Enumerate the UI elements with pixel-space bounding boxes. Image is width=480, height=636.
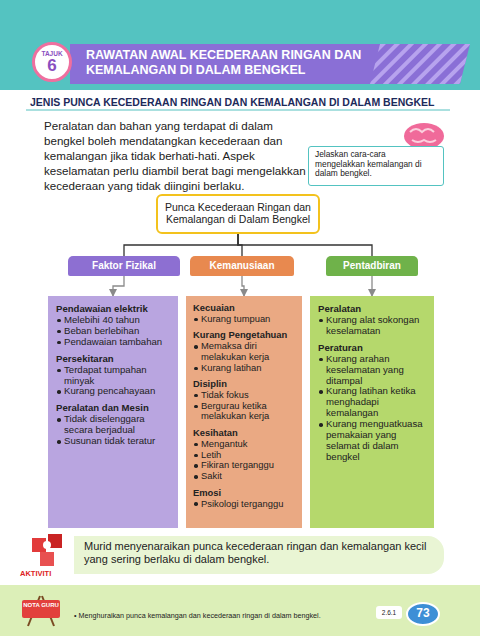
node-text: Punca Kecederaan Ringan dan Kemalangan d… [164,202,312,226]
content-box: KecuaianKurang tumpuanKurang Pengetahuan… [186,296,302,528]
bullet-dot [57,390,61,394]
tree-connector [238,234,372,256]
content-box: PeralatanKurang alat sokongan keselamata… [310,296,434,528]
bullet-dot [319,423,323,427]
category-band: Faktor Fizikal [68,256,180,276]
arrow-connector [113,276,124,296]
bullet-dot [319,390,323,394]
node-text: 73 [416,607,429,621]
teacher-note: • Menghuraikan punca kemalangan dan kece… [74,611,374,620]
bullet-dot [194,318,198,322]
standard-code-box: 2.6.1 [376,606,402,619]
bullet-dot [57,418,61,422]
list-item: Susunan tidak teratur [56,436,172,447]
bullet-dot [57,369,61,373]
bullet-dot [194,475,198,479]
list-item: Fikiran terganggu [193,460,297,471]
list-item: Kurang latihan [193,363,297,374]
list-item: Mengantuk [193,439,297,450]
list-item: Tidak fokus [193,390,297,401]
root-box: Punca Kecederaan Ringan dan Kemalangan d… [156,194,320,234]
node-text: Murid menyenaraikan punca kecederaan rin… [84,540,434,565]
list-item: Pendawaian tambahan [56,337,172,348]
subheading: JENIS PUNCA KECEDERAAN RINGAN DAN KEMALA… [30,96,460,108]
bullet-dot [57,319,61,323]
list-item: Kurang menguatkuasa pemakaian yang selam… [318,419,428,463]
arrow-connector [242,276,244,296]
list-item: Memaksa diri melakukan kerja [193,341,297,362]
page-number-oval: 73 [406,602,440,626]
list-item: Kurang tumpuan [193,314,297,325]
bullet-dot [194,367,198,371]
node-text: 6 [47,57,56,74]
bullet-dot [194,405,198,409]
group-heading: Kurang Pengetahuan [193,330,297,341]
bullet-dot [194,502,198,506]
title-banner-text: RAWATAN AWAL KECEDERAAN RINGAN DAN KEMAL… [86,48,386,78]
content-box: Pendawaian elektrikMelebihi 40 tahunBeba… [48,296,178,528]
category-band: Pentadbiran [326,256,418,276]
bullet-dot [57,330,61,334]
node-text: Faktor Fizikal [92,260,156,271]
bullet-dot [57,440,61,444]
teacher-note-label: NOTA GURU [22,602,60,608]
group-heading: Kecuaian [193,303,297,314]
bullet-dot [194,345,198,349]
group-heading: Peralatan dan Mesin [56,403,172,414]
list-item: Kurang arahan keselamatan yang ditampal [318,354,428,387]
list-item: Kurang latihan ketika menghadapi kemalan… [318,386,428,419]
bullet-dot [57,341,61,345]
group-heading: Peraturan [318,343,428,354]
list-item: Kurang alat sokongan keselamatan [318,315,428,337]
group-heading: Peralatan [318,304,428,315]
intro-paragraph: Peralatan dan bahan yang terdapat di dal… [44,118,306,193]
group-heading: Persekitaran [56,354,172,365]
list-item: Kurang pencahayaan [56,386,172,397]
bullet-dot [194,394,198,398]
question-callout: Jelaskan cara-cara mengelakkan kemalanga… [308,146,444,186]
list-item: Letih [193,450,297,461]
bullet-dot [194,443,198,447]
arrow-connector [371,276,372,296]
bullet-dot [319,319,323,323]
list-item: Sakit [193,471,297,482]
group-heading: Pendawaian elektrik [56,304,172,315]
node-text: Jelaskan cara-cara mengelakkan kemalanga… [315,150,437,179]
list-item: Tidak diselenggara secara berjadual [56,414,172,436]
list-item: Melebihi 40 tahun [56,315,172,326]
list-item: Beban berlebihan [56,326,172,337]
topic-badge: TAJUK6 [32,42,72,82]
category-band: Kemanusiaan [190,256,294,276]
list-item: Terdapat tumpahan minyak [56,365,172,387]
node-text: TAJUK [41,50,62,57]
node-text: Kemanusiaan [209,260,274,271]
node-text: Pentadbiran [343,260,401,271]
group-heading: Kesihatan [193,428,297,439]
bullet-dot [319,358,323,362]
group-heading: Emosi [193,488,297,499]
activity-box: Murid menyenaraikan punca kecederaan rin… [74,536,444,574]
tree-connector [124,234,238,256]
node-text: 2.6.1 [382,609,396,616]
list-item: Psikologi terganggu [193,499,297,510]
group-heading: Disiplin [193,379,297,390]
bullet-dot [194,464,198,468]
list-item: Bergurau ketika melakukan kerja [193,401,297,422]
activity-label: AKTIVITI [20,569,80,578]
bullet-dot [194,454,198,458]
